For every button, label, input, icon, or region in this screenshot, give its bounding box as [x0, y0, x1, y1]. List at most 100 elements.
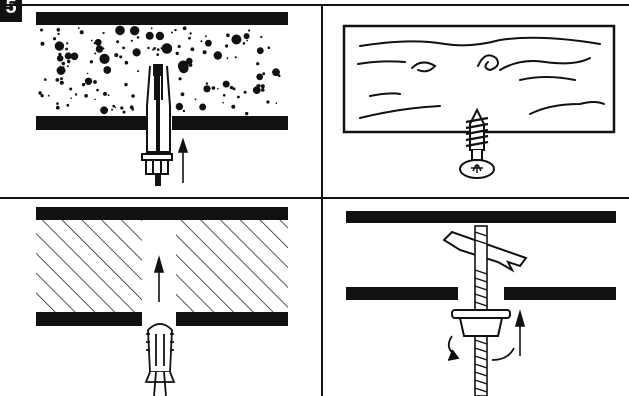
porous-wall-dot [188, 63, 193, 67]
porous-wall-dot [111, 108, 114, 111]
porous-wall-dot [267, 46, 271, 49]
porous-wall-dot [67, 59, 71, 64]
porous-wall-dot [69, 87, 73, 91]
wall-top-surface [36, 207, 288, 220]
porous-wall-dot [116, 40, 120, 44]
porous-wall-dot [242, 42, 246, 45]
porous-wall-dot [178, 77, 182, 81]
porous-wall-dot [234, 56, 237, 59]
insert-direction-arrow [177, 137, 189, 183]
panel-grid-lines [0, 4, 629, 396]
porous-wall-dot [146, 34, 149, 37]
wood-screw-icon [459, 107, 495, 179]
porous-wall-dot [272, 68, 280, 77]
porous-wall-dot [190, 47, 195, 52]
porous-wall-dots [38, 25, 281, 116]
porous-wall-dot [150, 27, 153, 30]
porous-wall-dot [52, 37, 57, 41]
porous-wall-dot [124, 60, 129, 65]
porous-wall-dot [56, 28, 61, 32]
wall-top-surface [36, 12, 288, 25]
porous-wall-dot [226, 57, 229, 60]
porous-wall-dot [237, 95, 240, 99]
porous-wall-dot [186, 57, 193, 65]
porous-wall-dot [222, 94, 226, 97]
porous-wall-dot [55, 105, 60, 110]
wood-grain [357, 36, 605, 119]
panel-toggle-bolt [346, 211, 616, 396]
porous-wall-dot [231, 34, 242, 45]
porous-wall-dot [161, 43, 173, 54]
porous-wall-dot [81, 82, 86, 87]
porous-wall-dot [200, 40, 203, 43]
porous-wall-dot [174, 28, 177, 32]
porous-wall-dot [246, 39, 249, 42]
porous-wall-dot [79, 30, 84, 35]
panel-wall-plug [36, 207, 288, 396]
wall-board-left [346, 287, 458, 300]
porous-wall-dot [205, 82, 209, 85]
porous-wall-dot [243, 33, 250, 40]
porous-wall-dot [66, 42, 69, 45]
porous-wall-dot [262, 72, 266, 76]
porous-wall-dot [66, 103, 70, 107]
porous-wall-dot [38, 91, 42, 95]
porous-wall-dot [256, 62, 260, 66]
rotation-arrow-icon [447, 335, 515, 361]
porous-wall-dot [89, 60, 94, 64]
porous-wall-dot [103, 66, 112, 74]
porous-wall-dot [100, 106, 108, 115]
porous-wall-dot [40, 28, 43, 32]
porous-wall-dot [182, 26, 187, 31]
porous-wall-dot [115, 25, 125, 36]
porous-wall-dot [204, 35, 207, 38]
porous-wall-dot [171, 31, 173, 34]
porous-wall-dot [56, 102, 59, 105]
porous-wall-dot [59, 80, 64, 85]
porous-wall-dot [86, 72, 89, 75]
porous-wall-dot [203, 85, 211, 93]
porous-wall-dot [194, 98, 197, 101]
porous-wall-dot [103, 91, 107, 96]
porous-wall-dot [40, 94, 44, 98]
porous-wall-dot [156, 48, 160, 51]
porous-wall-dot [222, 80, 230, 88]
porous-wall-dot [77, 27, 80, 29]
porous-wall-dot [120, 106, 124, 110]
porous-wall-dot [84, 77, 93, 86]
porous-wall-dot [131, 94, 135, 98]
porous-wall-dot [178, 63, 189, 74]
insert-direction-arrow [153, 255, 165, 302]
porous-wall-dot [155, 31, 165, 41]
porous-wall-dot [119, 55, 123, 59]
porous-wall-dot [70, 97, 72, 99]
porous-wall-dot [124, 82, 128, 87]
porous-wall-dot [180, 92, 185, 97]
porous-wall-dot [136, 36, 140, 39]
porous-wall-dot [130, 39, 133, 42]
porous-wall-dot [266, 100, 270, 104]
porous-wall-dot [261, 86, 265, 89]
porous-wall-dot [105, 69, 108, 71]
porous-wall-dot [202, 50, 207, 55]
wall-bottom-surface-left [36, 116, 150, 130]
porous-wall-dot [188, 36, 191, 40]
porous-wall-dot [114, 53, 119, 58]
porous-wall-dot [260, 35, 263, 39]
porous-wall-dot [152, 48, 155, 51]
porous-wall-dot [94, 38, 102, 46]
porous-wall-dot [248, 29, 251, 32]
porous-wall-dot [145, 31, 154, 40]
porous-wall-dot [56, 66, 66, 75]
wall-bottom-surface-right [172, 116, 288, 130]
porous-wall-dot [65, 47, 68, 51]
porous-wall-dot [129, 105, 134, 110]
porous-wall-dot [130, 26, 140, 36]
wall-bottom-surface-right [176, 312, 288, 326]
step-number: 5 [5, 0, 17, 18]
porous-wall-dot [93, 80, 97, 84]
porous-wall-dot [57, 32, 60, 36]
porous-wall-dot [122, 110, 126, 114]
porous-wall-dot [177, 44, 181, 49]
